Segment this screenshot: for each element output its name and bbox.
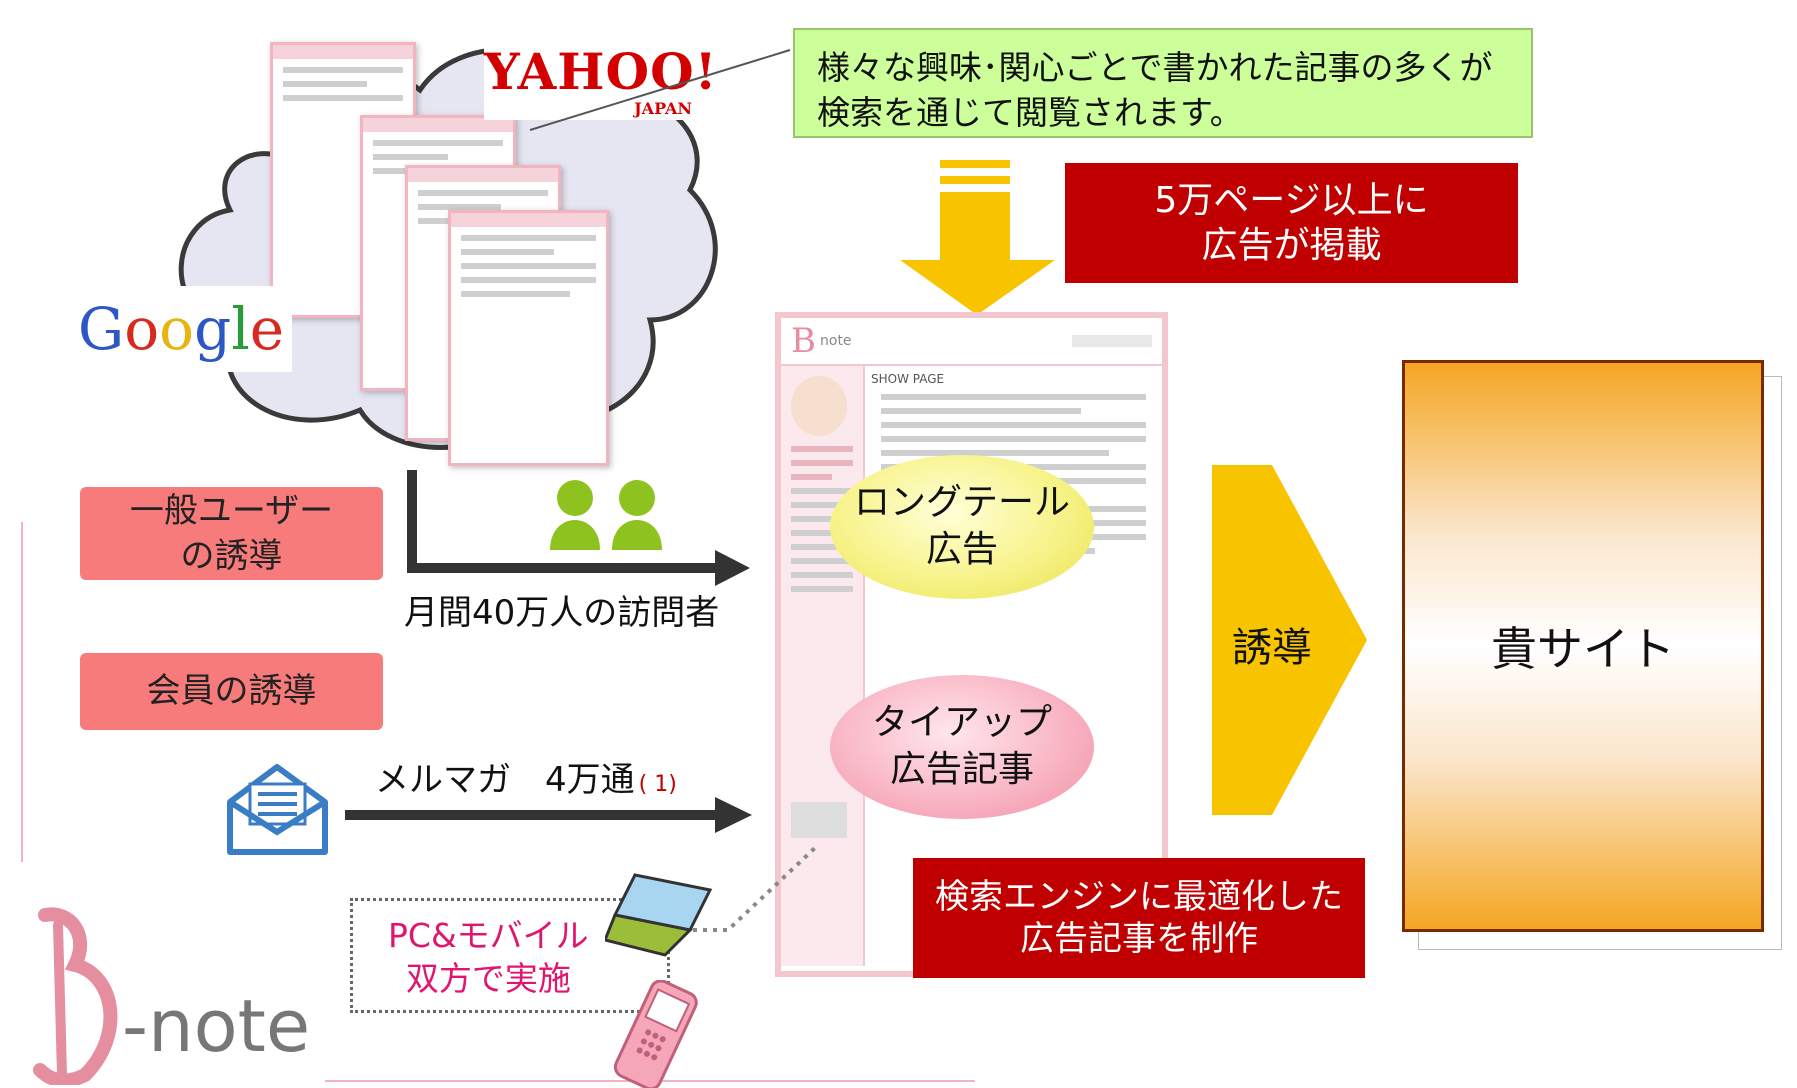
mobile-phone-icon [613, 980, 698, 1088]
visitors-caption: 月間40万人の訪問者 [404, 593, 720, 633]
mail-flow-arrow [345, 797, 752, 833]
induce-label: 誘導 [1232, 625, 1312, 671]
left-divider [21, 522, 23, 862]
visitors-flow-arrow [407, 470, 750, 586]
yahoo-logo: YAHOO! JAPAN [484, 42, 718, 120]
page-screenshot-4 [448, 210, 609, 466]
members-box: 会員の誘導 [80, 653, 383, 730]
your-site-label: 貴サイト [1491, 622, 1675, 676]
longtail-ad-ellipse: ロングテール 広告 [830, 455, 1094, 599]
general-users-box: 一般ユーザー の誘導 [80, 487, 383, 580]
right-chevron-arrow [1212, 465, 1367, 815]
down-arrow [900, 160, 1055, 315]
google-logo: Google [70, 286, 292, 372]
top-callout: 様々な興味･関心ごとで書かれた記事の多くが検索を通じて閲覧されます。 [793, 28, 1533, 138]
tieup-ad-ellipse: タイアップ 広告記事 [830, 675, 1094, 819]
callout-connector [529, 49, 791, 131]
bnote-logo-mark [33, 907, 118, 1085]
ad-pages-box: 5万ページ以上に 広告が掲載 [1065, 163, 1518, 283]
your-site-box: 貴サイト [1402, 360, 1764, 932]
people-icon [550, 480, 662, 550]
mail-envelope-icon [227, 764, 328, 855]
seo-article-box: 検索エンジンに最適化した 広告記事を制作 [913, 858, 1365, 978]
bnote-logo-text: -note [122, 984, 311, 1068]
pc-mobile-label: PC&モバイル 双方で実施 [388, 916, 589, 998]
bnote-logo: -note [30, 905, 330, 1085]
laptop-icon [605, 873, 713, 957]
pc-mobile-dotted-frame [350, 898, 670, 1013]
mailmag-caption: メルマガ 4万通( 1) [375, 760, 677, 800]
